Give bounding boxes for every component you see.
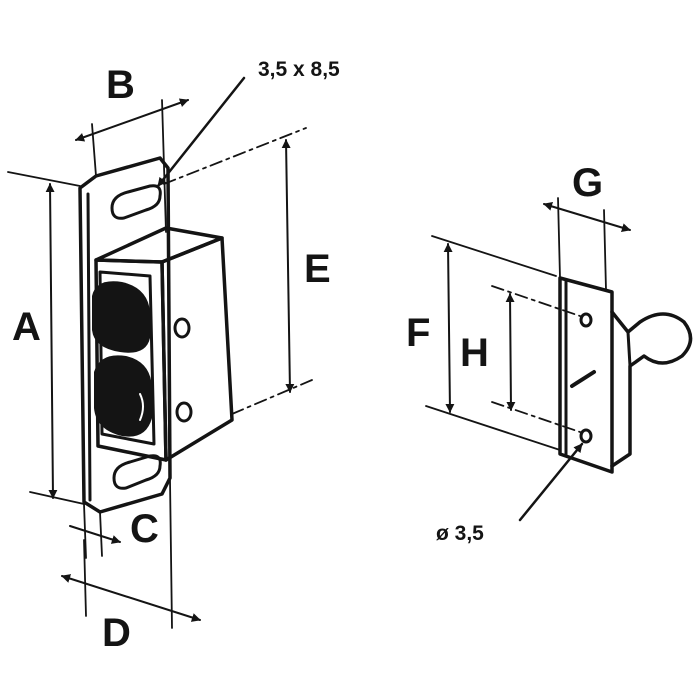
label-b: B	[106, 63, 135, 107]
label-a: A	[12, 305, 41, 349]
dimension-a-arrow	[45, 183, 58, 499]
dimension-f-arrow	[443, 243, 455, 413]
hole-leader	[518, 442, 584, 522]
label-hole-diameter: ø 3,5	[436, 522, 484, 545]
strike-plate	[558, 276, 693, 474]
strike-plate-front	[558, 276, 614, 474]
side-hole-lower	[175, 401, 193, 423]
dimension-d-arrow	[61, 574, 201, 622]
label-e: E	[304, 247, 331, 291]
strike-tongue	[610, 310, 693, 468]
mounting-plate	[78, 156, 172, 514]
dimension-labels: A B 3,5 x 8,5 E C D F H G ø 3,5	[12, 58, 603, 655]
bottom-slot	[112, 454, 162, 490]
top-slot	[110, 184, 162, 220]
dimension-e-arrow	[281, 139, 295, 393]
label-h: H	[460, 331, 489, 375]
strike-hole-lower	[579, 428, 593, 444]
housing-side	[160, 236, 234, 462]
upper-roller	[92, 281, 150, 353]
slot-leader	[156, 76, 246, 188]
dimension-h-arrow	[505, 293, 516, 411]
side-hole-upper	[173, 317, 191, 339]
label-c: C	[130, 507, 159, 551]
dimension-c-arrow	[69, 525, 121, 544]
label-d: D	[102, 611, 131, 655]
lower-roller	[94, 355, 152, 437]
dimension-lines	[7, 76, 631, 629]
strike-hole-upper	[579, 312, 593, 328]
dimension-b-arrow	[75, 98, 189, 142]
dimension-g-arrow	[543, 202, 631, 232]
label-slot-size: 3,5 x 8,5	[258, 58, 340, 81]
label-g: G	[572, 161, 603, 205]
label-f: F	[406, 311, 430, 355]
roller-catch	[78, 156, 234, 514]
